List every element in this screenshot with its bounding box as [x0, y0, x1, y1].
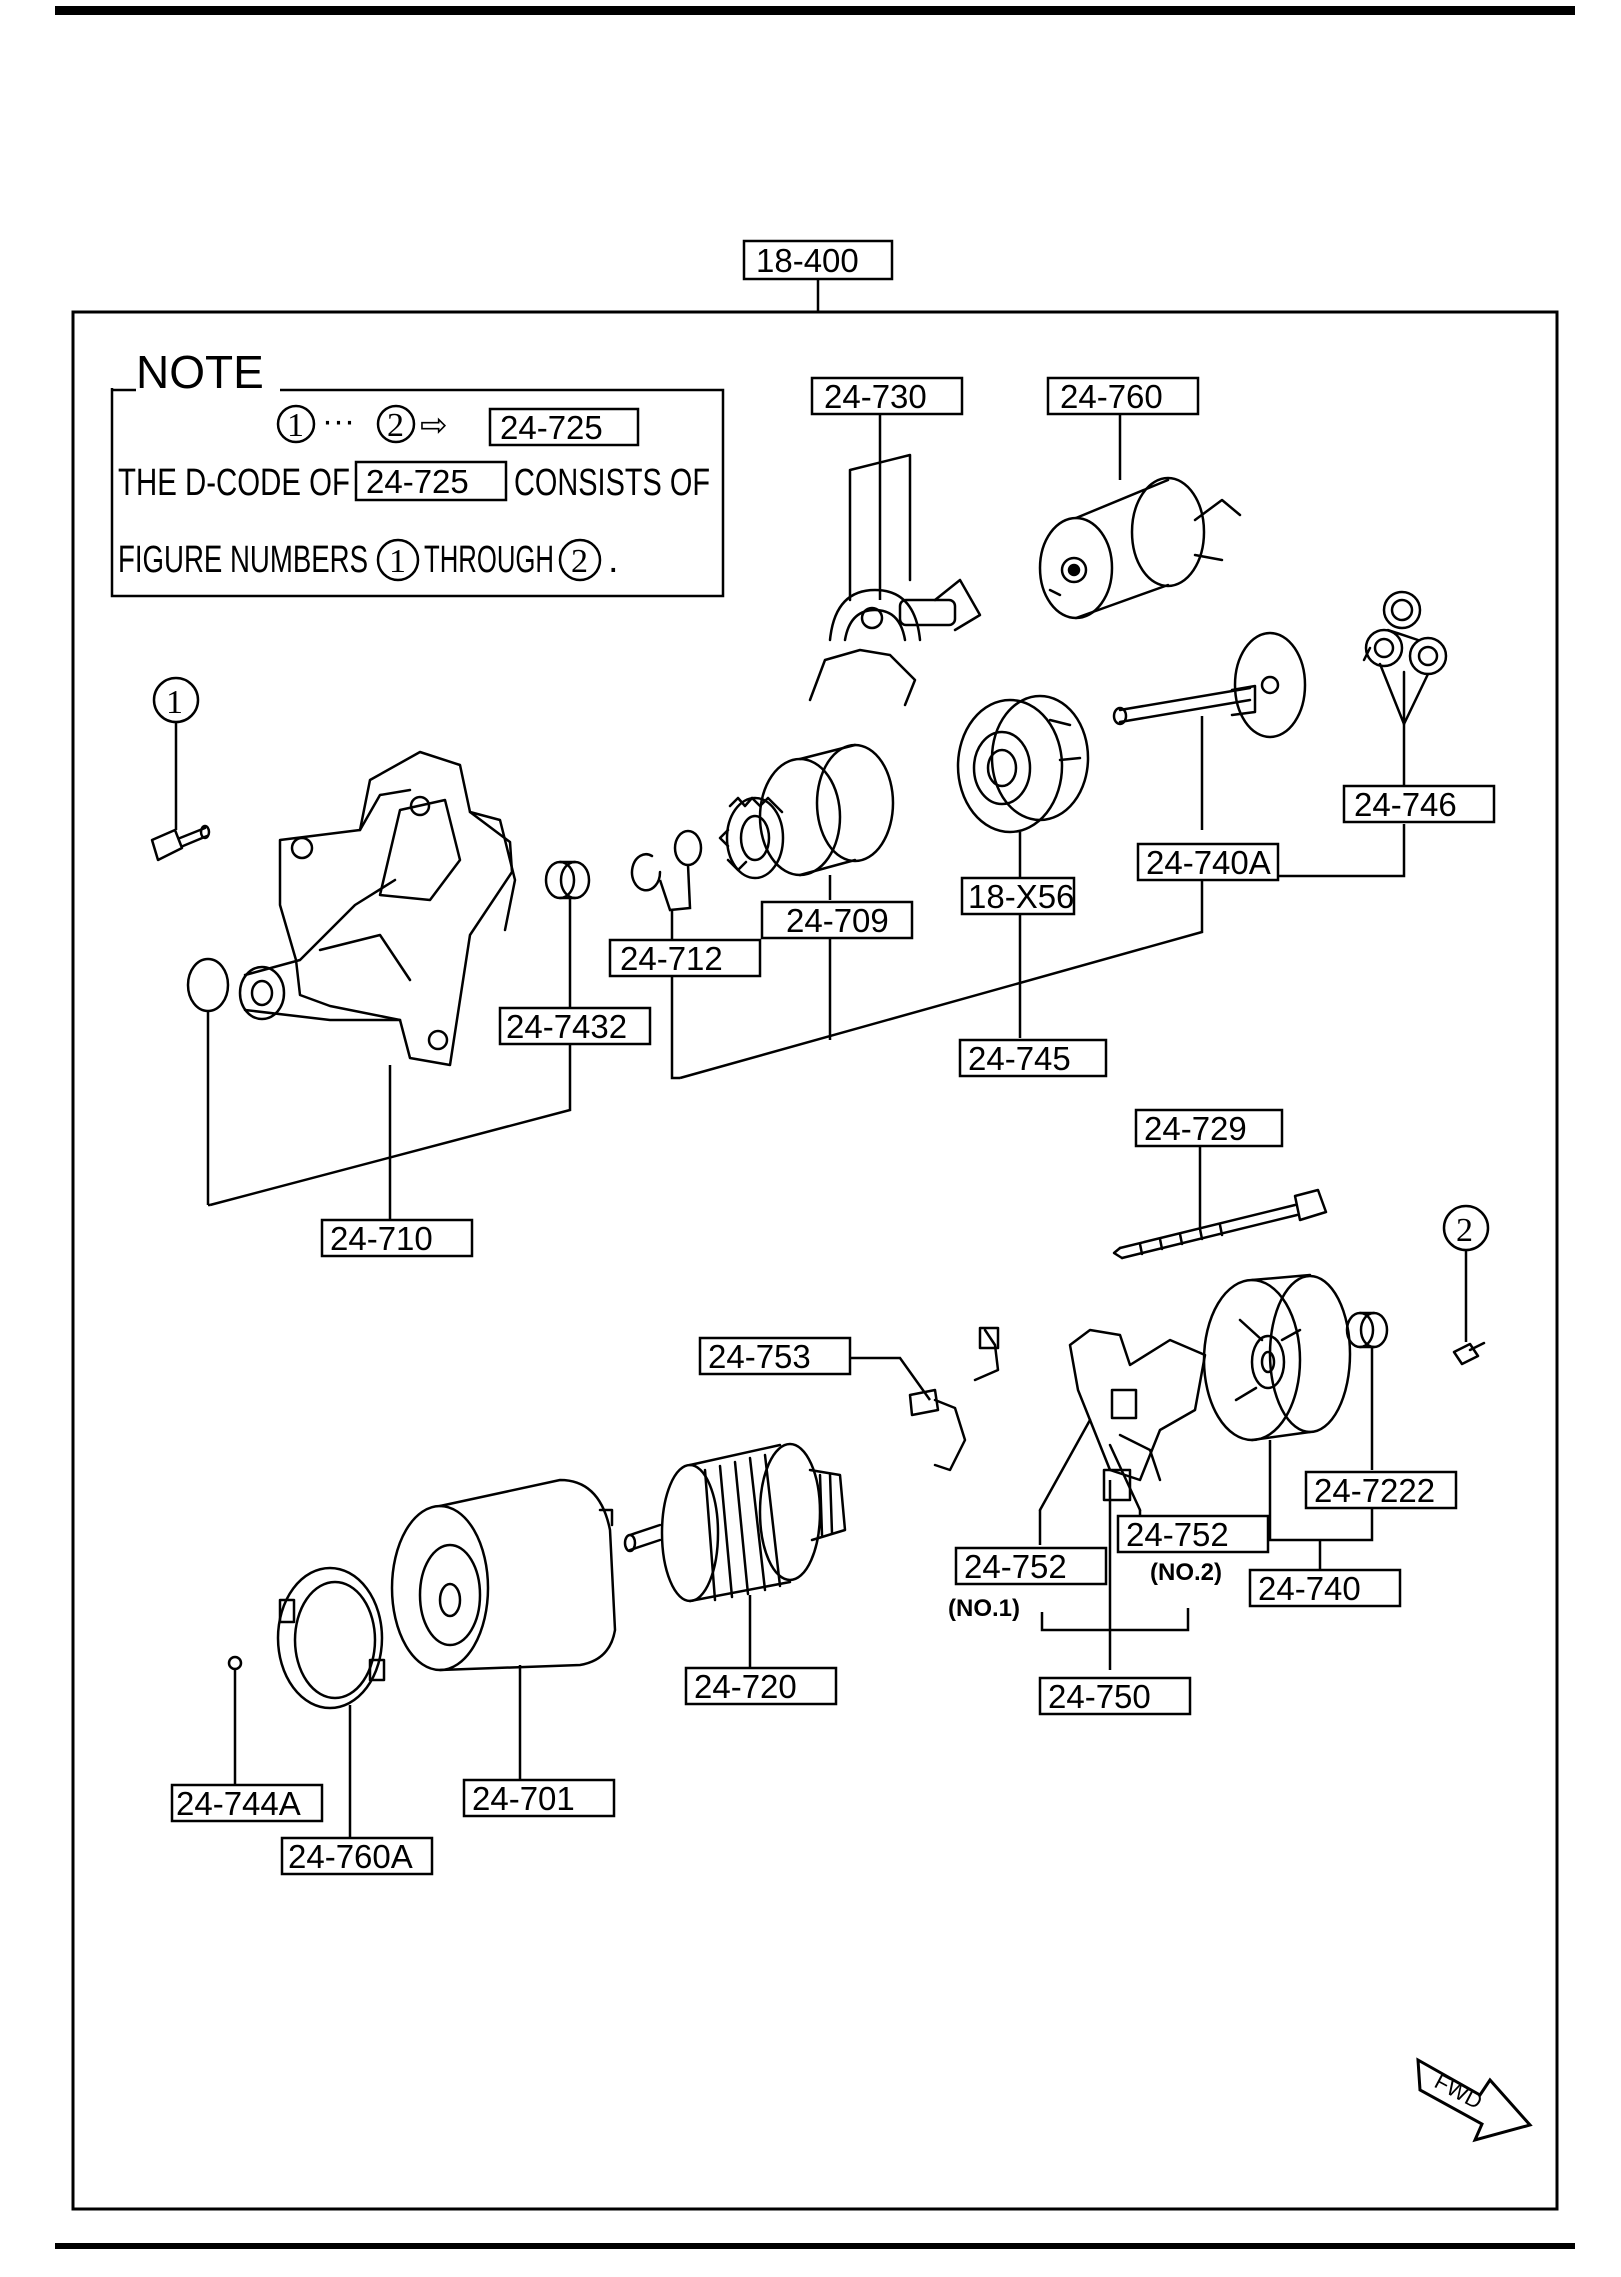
bushing-drawing	[544, 860, 591, 900]
svg-text:1: 1	[166, 684, 183, 721]
rear-cover-drawing	[1202, 1273, 1352, 1442]
shift-lever-drawing	[808, 453, 982, 707]
rear-bushing-drawing	[1345, 1311, 1389, 1349]
part-label-24-701[interactable]: 24-701	[462, 1778, 616, 1818]
no1-label: (NO.1)	[948, 1595, 1020, 1622]
svg-text:24-730: 24-730	[824, 378, 927, 415]
part-label-24-730[interactable]: 24-730	[810, 376, 964, 416]
ball-drawing	[227, 1655, 243, 1671]
solenoid-drawing	[1038, 476, 1242, 620]
svg-text:2: 2	[1456, 1212, 1473, 1249]
svg-text:24-712: 24-712	[620, 940, 723, 977]
ref-18-400[interactable]: 18-400	[742, 239, 894, 281]
part-label-24-729[interactable]: 24-729	[1134, 1108, 1284, 1148]
svg-text:24-750: 24-750	[1048, 1678, 1151, 1715]
svg-text:24-725: 24-725	[500, 409, 603, 446]
svg-text:18-X56: 18-X56	[968, 878, 1074, 915]
note-line2-mid: THROUGH	[424, 539, 554, 581]
top-rule	[55, 6, 1575, 15]
part-label-24-752-no2[interactable]: 24-752	[1116, 1514, 1270, 1554]
note-circle-1	[276, 404, 316, 444]
brush-drawing	[908, 1326, 1000, 1472]
svg-text:18-400: 18-400	[756, 242, 859, 279]
yoke-drawing	[390, 1478, 617, 1672]
svg-text:24-710: 24-710	[330, 1220, 433, 1257]
through-bolt-drawing	[1112, 1188, 1328, 1260]
part-label-24-712[interactable]: 24-712	[608, 938, 762, 978]
bolt-1-drawing	[150, 824, 211, 862]
part-label-24-760A[interactable]: 24-760A	[280, 1836, 434, 1876]
note-line1-post: CONSISTS OF	[514, 462, 710, 504]
note-line1-code[interactable]: 24-725	[354, 460, 508, 502]
svg-text:24-725: 24-725	[366, 463, 469, 500]
note-title: NOTE	[136, 346, 264, 398]
svg-text:24-753: 24-753	[708, 1338, 811, 1375]
part-label-24-745[interactable]: 24-745	[958, 1038, 1108, 1078]
fwd-arrow-icon: FWD	[1416, 2057, 1533, 2143]
leader-lines	[174, 414, 1468, 1838]
note-box: NOTE 1 ··· 2 ⇨ 24-725 THE D-CODE OF 24-7…	[110, 346, 725, 598]
brush-holder-drawing	[1038, 1328, 1207, 1512]
svg-text:24-752: 24-752	[1126, 1516, 1229, 1553]
note-line2-pre: FIGURE NUMBERS	[118, 539, 368, 581]
svg-text:24-740: 24-740	[1258, 1570, 1361, 1607]
planetary-gears-drawing	[1362, 590, 1448, 726]
svg-text:24-709: 24-709	[786, 902, 889, 939]
bottom-rule	[55, 2243, 1575, 2249]
note-line1-pre: THE D-CODE OF	[118, 462, 350, 504]
output-shaft-drawing	[1112, 631, 1307, 739]
svg-text:24-740A: 24-740A	[1146, 844, 1271, 881]
o-ring-drawing	[186, 957, 230, 1013]
screw-2-drawing	[1452, 1341, 1486, 1366]
svg-text:1: 1	[287, 407, 304, 444]
part-label-24-760[interactable]: 24-760	[1046, 376, 1200, 416]
part-label-24-750[interactable]: 24-750	[1038, 1676, 1192, 1716]
svg-text:24-746: 24-746	[1354, 786, 1457, 823]
drive-housing-drawing	[238, 750, 517, 1067]
part-label-24-7432[interactable]: 24-7432	[498, 1006, 652, 1046]
svg-text:24-729: 24-729	[1144, 1110, 1247, 1147]
part-label-24-752-no1[interactable]: 24-752	[954, 1546, 1108, 1586]
clutch-cover-drawing	[956, 694, 1090, 834]
svg-text:.: .	[608, 539, 619, 581]
diagram-frame	[71, 310, 1559, 2211]
svg-text:24-701: 24-701	[472, 1780, 575, 1817]
callout-2[interactable]: 2	[1442, 1204, 1490, 1252]
part-label-24-740A[interactable]: 24-740A	[1136, 842, 1280, 882]
part-label-24-753[interactable]: 24-753	[698, 1336, 852, 1376]
svg-text:1: 1	[389, 543, 406, 580]
stop-ring-drawing	[630, 829, 703, 892]
svg-text:24-745: 24-745	[968, 1040, 1071, 1077]
part-label-24-740[interactable]: 24-740	[1248, 1568, 1402, 1608]
part-label-18-X56[interactable]: 18-X56	[960, 876, 1076, 916]
svg-text:2: 2	[571, 543, 588, 580]
note-range-code[interactable]: 24-725	[488, 407, 640, 447]
svg-text:24-744A: 24-744A	[176, 1785, 301, 1822]
svg-text:24-752: 24-752	[964, 1548, 1067, 1585]
callout-1[interactable]: 1	[152, 676, 200, 724]
note-circle-2	[376, 404, 416, 444]
gasket-drawing	[276, 1566, 386, 1710]
pinion-clutch-drawing	[718, 743, 895, 880]
svg-text:2: 2	[387, 407, 404, 444]
svg-text:24-760A: 24-760A	[288, 1838, 413, 1875]
part-label-24-746[interactable]: 24-746	[1342, 784, 1496, 824]
svg-text:24-720: 24-720	[694, 1668, 797, 1705]
svg-text:···: ···	[322, 402, 355, 439]
part-label-24-709[interactable]: 24-709	[760, 900, 914, 940]
svg-text:24-7432: 24-7432	[506, 1008, 627, 1045]
part-label-24-744A[interactable]: 24-744A	[170, 1783, 324, 1823]
svg-text:24-7222: 24-7222	[1314, 1472, 1435, 1509]
part-label-24-720[interactable]: 24-720	[684, 1666, 838, 1706]
no2-label: (NO.2)	[1150, 1559, 1222, 1586]
part-label-24-710[interactable]: 24-710	[320, 1218, 474, 1258]
svg-text:24-760: 24-760	[1060, 378, 1163, 415]
armature-drawing	[623, 1442, 847, 1603]
part-label-24-7222[interactable]: 24-7222	[1304, 1470, 1458, 1510]
svg-text:⇨: ⇨	[420, 406, 448, 443]
